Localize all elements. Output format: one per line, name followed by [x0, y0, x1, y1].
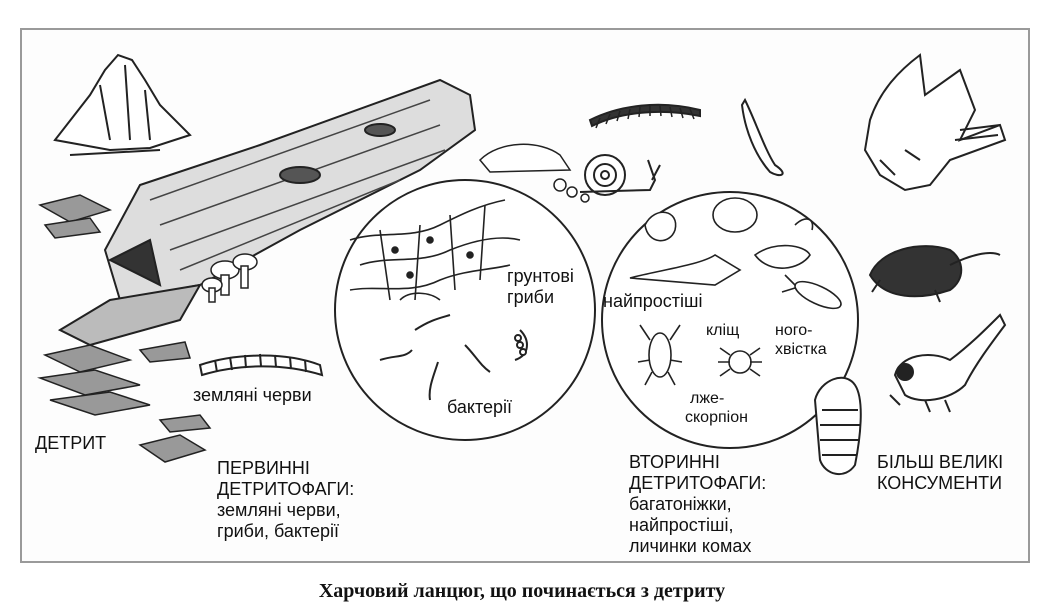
tree-stump-drawing [53, 53, 192, 156]
primary-title: ПЕРВИННІ [217, 458, 310, 478]
springtail-drawing [781, 274, 842, 310]
slug-drawing [740, 97, 784, 177]
label-mite: кліщ [706, 322, 740, 339]
label-soil-fungi-line2: гриби [507, 287, 554, 307]
larger-title-line2: КОНСУМЕНТИ [877, 473, 1003, 493]
secondary-title: ВТОРИННІ [629, 452, 720, 472]
fungi-bacteria-circle [334, 179, 596, 441]
label-soil-fungi-line1: грунтові [507, 266, 574, 286]
shrew-drawing [868, 245, 1001, 303]
fallen-log-drawing [57, 78, 477, 347]
fungal-hyphae-drawing [349, 199, 521, 301]
mite-drawing [718, 347, 762, 377]
earthworm-drawing [198, 353, 324, 377]
detritus-leaves-drawing [37, 194, 212, 463]
bacteria-drawing [379, 314, 528, 401]
primary-subtitle: ДЕТРИТОФАГИ: [217, 479, 355, 499]
larger-title-line1: БІЛЬШ ВЕЛИКІ [877, 452, 1004, 472]
label-earthworms: земляні черви [193, 385, 312, 405]
millipede-drawing [588, 103, 701, 129]
secondary-line3: багатоніжки, [629, 494, 732, 514]
primary-line3: земляні черви, [217, 500, 341, 520]
label-bacteria: бактерії [447, 397, 513, 417]
secondary-line5: личинки комах [629, 536, 752, 556]
label-pseudoscorpion-line1: лже- [690, 390, 725, 407]
small-bird-drawing [889, 313, 1007, 413]
label-detritus: ДЕТРИТ [35, 433, 107, 453]
label-protozoa: найпростіші [603, 291, 703, 311]
bird-of-prey-drawing [863, 53, 1007, 192]
secondary-detritivores-block: ВТОРИННІ ДЕТРИТОФАГИ: багатоніжки, найпр… [629, 452, 766, 557]
insect-larva-drawing [813, 376, 862, 475]
mushrooms-drawing [201, 253, 258, 303]
label-springtail-line1: ного- [775, 322, 813, 339]
primary-detritivores-block: ПЕРВИННІ ДЕТРИТОФАГИ: земляні черви, гри… [217, 458, 354, 542]
label-pseudoscorpion-line2: скорпіон [685, 409, 748, 426]
secondary-subtitle: ДЕТРИТОФАГИ: [629, 473, 767, 493]
figure-caption: Харчовий ланцюг, що починається з детрит… [318, 580, 726, 602]
pseudoscorpion-drawing [637, 324, 683, 386]
label-springtail-line2: хвістка [775, 341, 827, 358]
secondary-line4: найпростіші, [629, 515, 734, 535]
soil-clumps-drawing [478, 143, 590, 203]
larger-consumers-block: БІЛЬШ ВЕЛИКІ КОНСУМЕНТИ [877, 452, 1003, 494]
protozoa-drawing [629, 197, 814, 286]
snail-drawing [579, 154, 661, 196]
primary-line4: гриби, бактерії [217, 521, 340, 541]
